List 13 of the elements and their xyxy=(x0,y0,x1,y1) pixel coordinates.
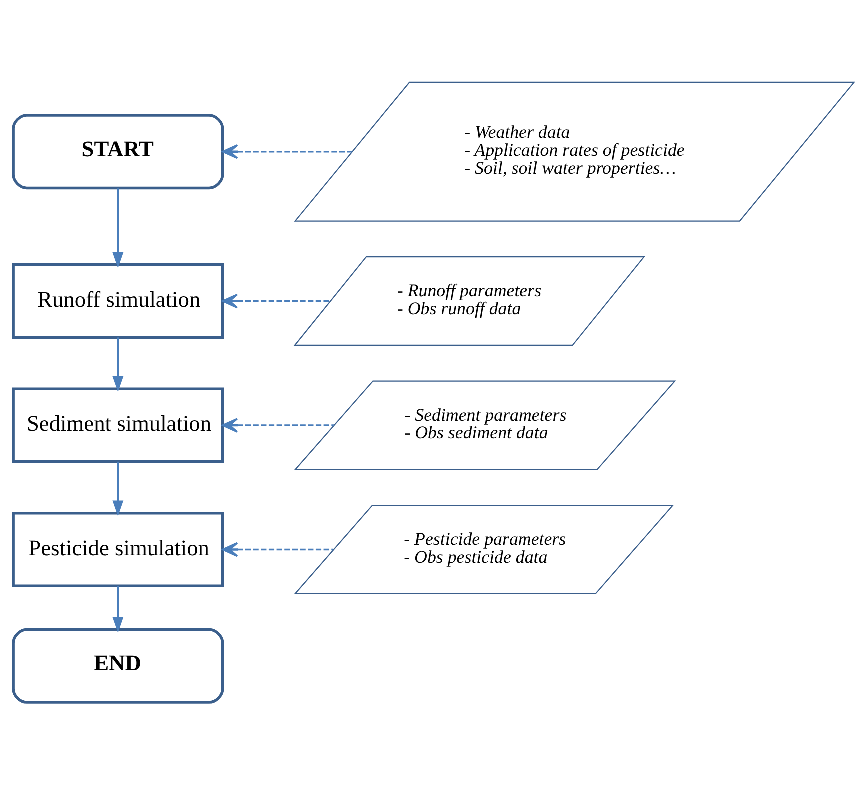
node-box: Pesticide simulation xyxy=(12,512,224,588)
arrow xyxy=(222,144,352,160)
arrow xyxy=(222,418,334,433)
arrow xyxy=(112,586,124,633)
arrow xyxy=(112,188,124,268)
arrow xyxy=(222,294,330,309)
node-box: Sediment simulation xyxy=(12,388,224,464)
node-box: END xyxy=(12,628,224,704)
node-box: START xyxy=(12,114,224,190)
node-box: Runoff simulation xyxy=(12,264,224,340)
arrow xyxy=(112,338,124,392)
arrow xyxy=(222,542,334,558)
arrow xyxy=(112,462,124,516)
